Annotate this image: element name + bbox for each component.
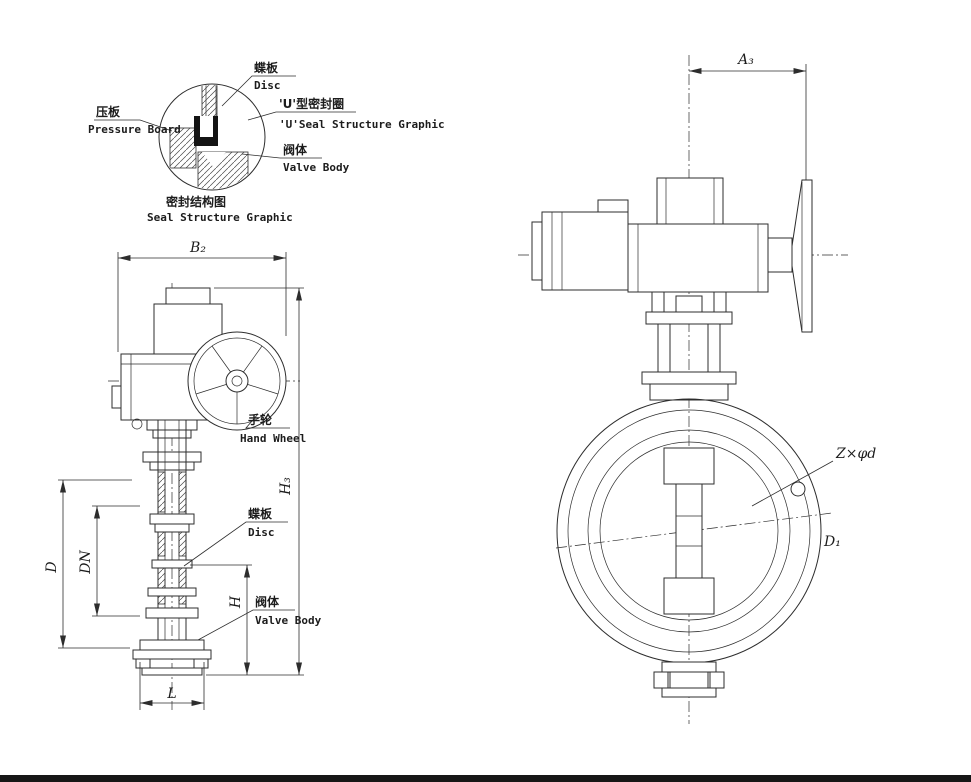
leader-valve-body [197,609,295,641]
seal-detail-view: 蝶板 Disc 压板 Pressure Board 'U'型密封圈 'U'Sea… [88,60,445,224]
position-indicator [131,418,143,430]
label-side-body-en: Valve Body [255,614,322,627]
side-view: 手轮 Hand Wheel 蝶板 Disc 阀体 Valve Body B₂ D [44,240,322,710]
front-yoke [641,292,737,401]
label-detail-body-en: Valve Body [283,161,350,174]
label-detail-body-zh: 阀体 [283,142,308,157]
shaft-bottom-block [663,577,715,615]
shaft-middle [675,483,703,579]
leader-valve-body [241,153,322,159]
caption-seal-detail-en: Seal Structure Graphic [147,211,293,224]
leader-bolt-holes [751,460,834,507]
bottom-bar [0,775,971,782]
label-u-seal-zh: 'U'型密封圈 [279,96,344,111]
label-u-seal-en: 'U'Seal Structure Graphic [279,118,445,131]
bottom-flange [139,639,205,651]
leader-disc [221,75,296,107]
label-side-body-zh: 阀体 [255,594,280,609]
label-side-disc-zh: 蝶板 [248,506,273,521]
handwheel-hub [225,369,249,393]
leader-u-seal [247,111,356,121]
side-valve-body [131,418,212,676]
label-detail-disc-en: Disc [254,79,281,92]
label-pressure-board-en: Pressure Board [88,123,181,136]
bore-circle-outer [587,429,791,633]
handwheel-hub-front [767,237,793,273]
dim-b2: B₂ [189,240,206,256]
motor [541,211,629,291]
dim-d1: D₁ [823,534,841,550]
bolt-hole [790,481,806,497]
side-dimensions: B₂ D DN H H₃ L [44,240,304,710]
leader-disc [183,521,288,567]
dim-d: D [44,561,60,573]
seat-groove [202,152,226,168]
dim-h: H [228,595,244,609]
label-hand-wheel-en: Hand Wheel [240,432,306,445]
label-pressure-board-zh: 压板 [96,104,121,119]
front-annotations: Z×φd D₁ [751,446,876,550]
actuator-body [627,223,769,293]
front-view: A₃ [518,52,876,724]
dim-h3: H₃ [278,477,294,496]
front-valve-body [556,398,822,664]
seal-section-graphics [169,85,249,189]
label-detail-disc-zh: 蝶板 [254,60,279,75]
dim-a3: A₃ [736,52,754,68]
front-actuator [531,177,813,333]
disc-section [201,85,218,119]
leader-hand-wheel [245,413,290,429]
bore-circle-inner [599,441,779,621]
label-hand-wheel-zh: 手轮 [248,412,273,427]
front-bottom-boss [653,661,725,698]
front-dimension-a3: A₃ [689,52,807,212]
raised-face-circle [567,409,811,653]
dim-l: L [166,686,176,702]
side-labels: 手轮 Hand Wheel 蝶板 Disc 阀体 Valve Body [183,412,322,641]
dim-dn: DN [78,550,94,575]
side-handwheel [187,331,287,431]
dim-z-phi-d: Z×φd [835,446,876,462]
valve-body-section [197,151,249,189]
label-side-disc-en: Disc [248,526,275,539]
leader-pressure-board [94,119,173,132]
caption-seal-detail-zh: 密封结构图 [166,194,226,209]
shaft-top-block [663,447,715,485]
pressure-board-section [169,127,197,169]
